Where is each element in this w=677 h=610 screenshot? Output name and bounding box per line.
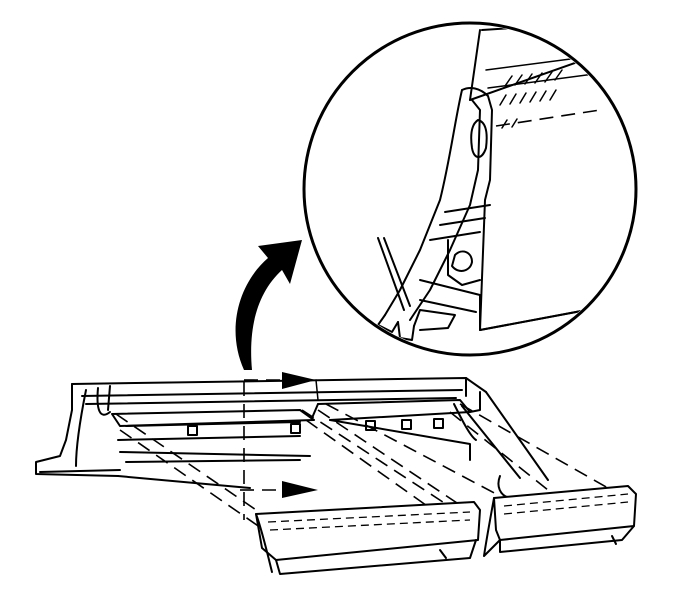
- direction-arrows: [240, 372, 319, 520]
- fastener: [187, 418, 444, 436]
- magnifier-circle-icon: [302, 21, 638, 357]
- base-assembly: [35, 377, 549, 499]
- left-weatherstrip-panel: [255, 501, 481, 575]
- detail-callout: [302, 21, 638, 357]
- hatching: [499, 69, 563, 129]
- right-weatherstrip-panel: [483, 485, 637, 557]
- curved-arrow-icon: [235, 240, 302, 370]
- assembly-leader-lines: [115, 403, 609, 531]
- direction-arrow-icon: [282, 372, 316, 389]
- direction-arrow-icon: [282, 481, 318, 498]
